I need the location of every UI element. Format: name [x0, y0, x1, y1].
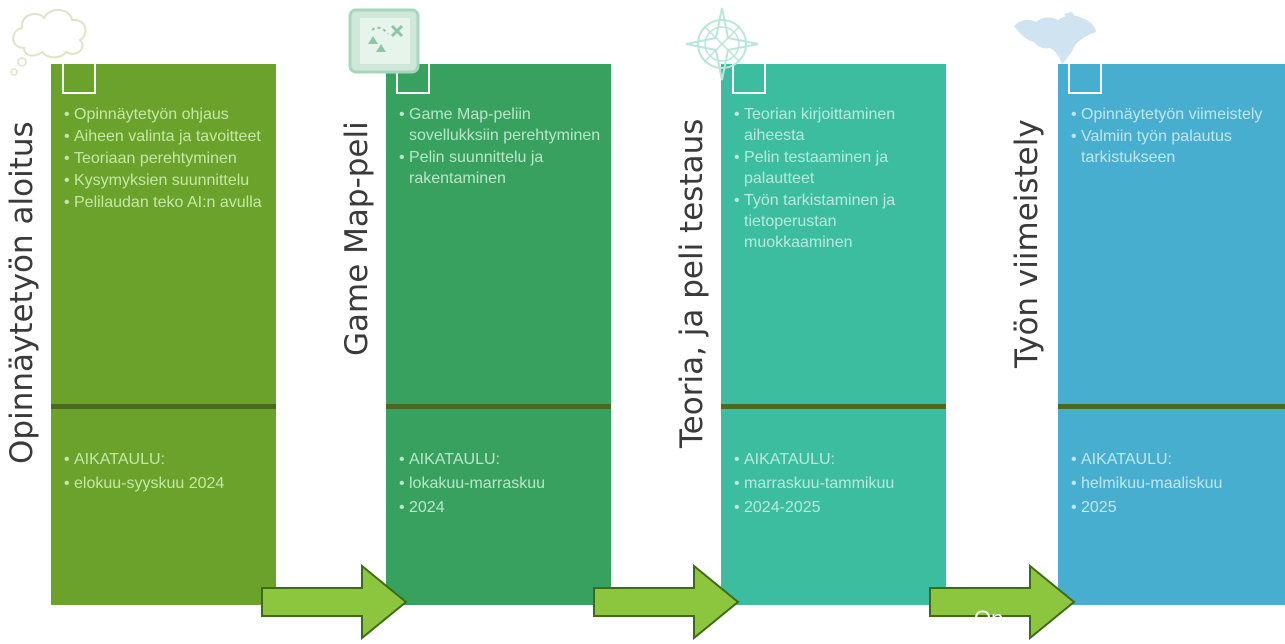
arrow-2: [593, 563, 740, 640]
compass-icon: [685, 7, 759, 81]
task-list: Game Map-peliin sovellukksiin perehtymin…: [399, 104, 609, 190]
divider: [1058, 404, 1285, 409]
list-item: Pelin suunnittelu ja rakentaminen: [399, 147, 609, 189]
list-item: Opinnäytetyön viimeistely: [1071, 104, 1281, 125]
phase-panel: Opinnäytetyön ohjaus Aiheen valinta ja t…: [51, 64, 276, 605]
phase-panel: Opinnäytetyön viimeistely Valmiin työn p…: [1058, 64, 1285, 605]
world-map-icon: [1014, 12, 1096, 64]
schedule-list: AIKATAULU: helmikuu-maaliskuu 2025: [1071, 448, 1281, 520]
panel-tab: [396, 64, 430, 94]
schedule-list: AIKATAULU: elokuu-syyskuu 2024: [64, 448, 274, 496]
task-list: Opinnäytetyön viimeistely Valmiin työn p…: [1071, 104, 1281, 169]
schedule-item: AIKATAULU:: [734, 448, 944, 471]
schedule-item: marraskuu-tammikuu: [734, 472, 944, 495]
divider: [721, 404, 946, 409]
divider: [386, 404, 611, 409]
phase-title: Game Map-peli: [339, 121, 375, 356]
schedule-item: 2024: [399, 496, 609, 519]
schedule-list: AIKATAULU: lokakuu-marraskuu 2024: [399, 448, 609, 520]
arrow-label: On: [974, 606, 1003, 631]
list-item: Teoriaan perehtyminen: [64, 148, 274, 169]
schedule-item: AIKATAULU:: [399, 448, 609, 471]
treasure-map-icon: [348, 8, 420, 74]
panel-tab: [1068, 64, 1102, 94]
phase-panel: Game Map-peliin sovellukksiin perehtymin…: [386, 64, 611, 605]
task-list: Opinnäytetyön ohjaus Aiheen valinta ja t…: [64, 104, 274, 214]
phase-title: Teoria, ja peli testaus: [674, 118, 710, 448]
schedule-item: elokuu-syyskuu 2024: [64, 472, 274, 495]
schedule-item: lokakuu-marraskuu: [399, 472, 609, 495]
arrow-3: On: [929, 563, 1076, 641]
panel-tab: [732, 64, 766, 94]
schedule-item: 2024-2025: [734, 496, 944, 519]
list-item: Valmiin työn palautus tarkistukseen: [1071, 126, 1281, 168]
arrow-1: [261, 563, 408, 640]
list-item: Työn tarkistaminen ja tietoperustan muok…: [734, 190, 944, 253]
list-item: Kysymyksien suunnittelu: [64, 170, 274, 191]
cloud-icon: [10, 9, 87, 76]
schedule-list: AIKATAULU: marraskuu-tammikuu 2024-2025: [734, 448, 944, 520]
task-list: Teorian kirjoittaminen aiheesta Pelin te…: [734, 104, 944, 254]
list-item: Opinnäytetyön ohjaus: [64, 104, 274, 125]
list-item: Pelin testaaminen ja palautteet: [734, 147, 944, 189]
phase-title: Opinnäytetyön aloitus: [4, 121, 40, 464]
list-item: Teorian kirjoittaminen aiheesta: [734, 104, 944, 146]
phase-panel: Teorian kirjoittaminen aiheesta Pelin te…: [721, 64, 946, 605]
schedule-item: helmikuu-maaliskuu: [1071, 472, 1281, 495]
phase-title: Työn viimeistely: [1009, 119, 1045, 368]
schedule-item: AIKATAULU:: [64, 448, 274, 471]
schedule-item: 2025: [1071, 496, 1281, 519]
list-item: Game Map-peliin sovellukksiin perehtymin…: [399, 104, 609, 146]
list-item: Aiheen valinta ja tavoitteet: [64, 126, 274, 147]
divider: [51, 404, 276, 409]
schedule-item: AIKATAULU:: [1071, 448, 1281, 471]
list-item: Pelilaudan teko AI:n avulla: [64, 192, 274, 213]
panel-tab: [62, 64, 96, 94]
